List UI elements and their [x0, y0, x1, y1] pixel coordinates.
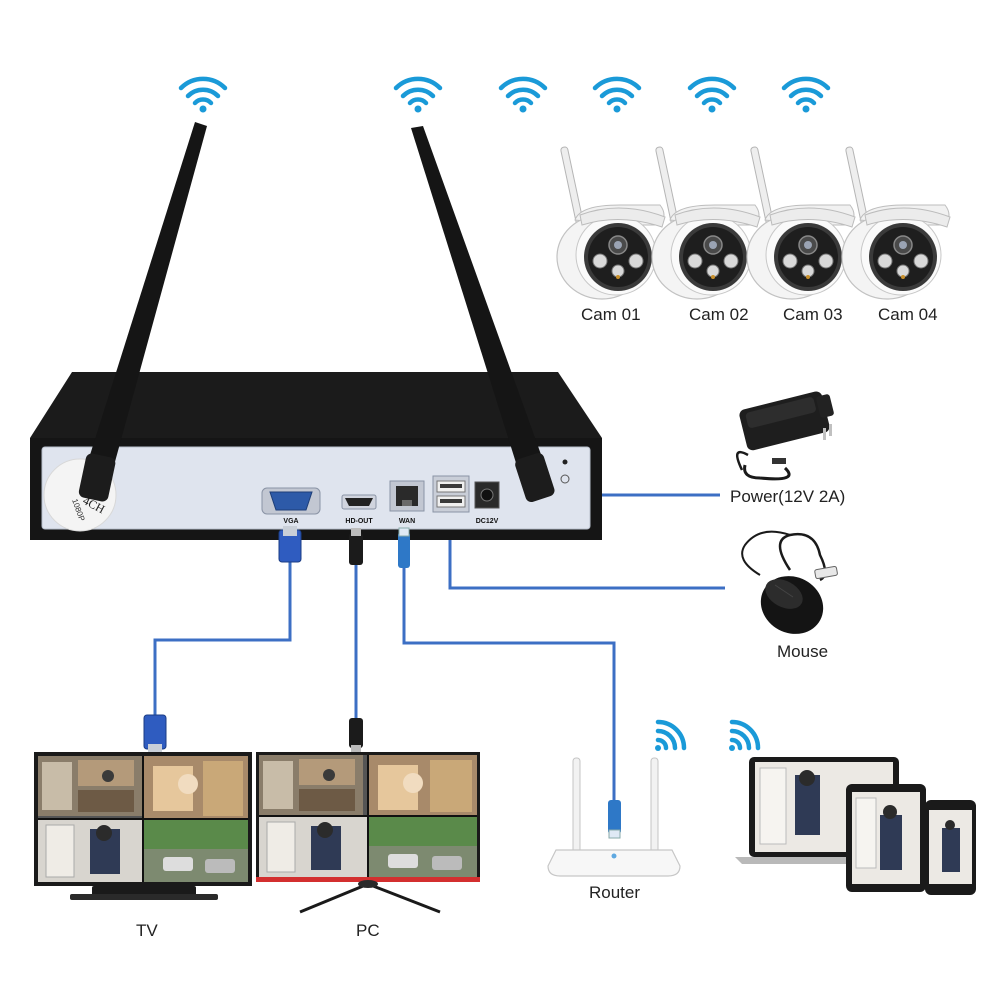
camera-icon	[556, 145, 666, 300]
wifi-icon	[181, 79, 225, 113]
tv-label: TV	[136, 921, 158, 940]
camera-3-label: Cam 03	[783, 305, 843, 324]
vga-cable	[153, 560, 292, 715]
hdmi-port: HD-OUT	[341, 494, 377, 525]
camera-icon	[841, 145, 951, 300]
nvr-antennas	[78, 122, 555, 502]
vga-port: VGA	[261, 487, 321, 525]
router-label: Router	[589, 883, 641, 902]
wifi-icon	[690, 79, 734, 113]
camera-icon	[651, 145, 761, 300]
wifi-icon	[595, 79, 639, 113]
power-label: Power(12V 2A)	[730, 487, 846, 506]
camera-icon	[746, 145, 856, 300]
wifi-icon	[396, 79, 440, 113]
usb-ports	[432, 475, 470, 513]
camera-1-label: Cam 01	[581, 305, 641, 324]
dc-port: DC12V	[474, 481, 500, 525]
wifi-icon	[501, 79, 545, 113]
vga-port-label: VGA	[283, 518, 298, 525]
connectors	[143, 526, 621, 839]
hdmi-port-label: HD-OUT	[345, 518, 373, 525]
nvr-recorder: 1080P 4CH VGA HD-OUT WAN	[30, 372, 602, 540]
wifi-icon	[655, 722, 684, 751]
pc-label: PC	[356, 921, 380, 940]
pc-monitor	[256, 752, 480, 914]
camera-2-label: Cam 02	[689, 305, 749, 324]
mouse-label: Mouse	[777, 642, 829, 661]
dc-port-label: DC12V	[476, 518, 499, 525]
wan-port-label: WAN	[399, 518, 415, 525]
mobile-devices	[735, 757, 976, 895]
cameras	[556, 145, 951, 300]
wan-port: WAN	[389, 480, 425, 525]
wifi-icon	[784, 79, 828, 113]
camera-4-label: Cam 04	[878, 305, 938, 324]
wifi-icon	[729, 722, 758, 751]
tv	[34, 752, 252, 900]
wan-cable	[402, 568, 616, 805]
power-adapter	[735, 391, 834, 481]
usb-mouse	[741, 530, 838, 634]
router	[547, 757, 681, 877]
